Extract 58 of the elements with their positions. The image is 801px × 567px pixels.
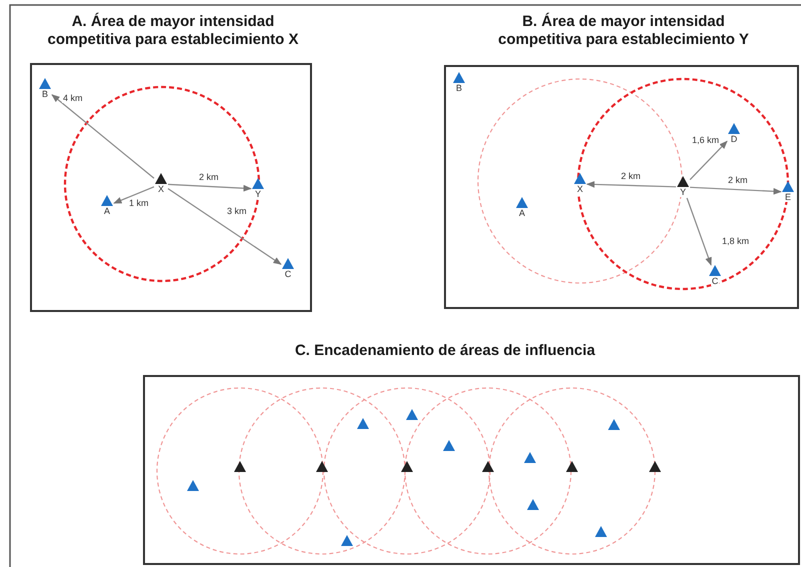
- location-marker: [727, 123, 741, 145]
- triangle-marker: [442, 440, 456, 451]
- distance-arrow: [51, 94, 154, 179]
- triangle-marker: [315, 461, 329, 472]
- location-marker: [154, 173, 168, 195]
- point-label: C: [711, 276, 719, 286]
- triangle-marker: [481, 461, 495, 472]
- distance-arrow: [690, 140, 728, 180]
- edge-label: 2 km: [727, 175, 749, 185]
- point-label: C: [284, 269, 292, 279]
- panel-title: C. Encadenamiento de áreas de influencia: [294, 342, 596, 361]
- edge-label: 1 km: [128, 198, 150, 208]
- distance-arrow: [168, 188, 282, 265]
- edge-label: 3 km: [226, 206, 248, 216]
- panel-title: A. Área de mayor intensidad competitiva para establecimiento X: [46, 13, 300, 50]
- panel-title: B. Área de mayor intensidad competitiva para establecimiento Y: [497, 13, 750, 50]
- location-marker: [573, 173, 587, 195]
- point-label: A: [103, 206, 111, 216]
- triangle-marker: [356, 418, 370, 429]
- point-label: Y: [254, 189, 262, 199]
- location-marker: [452, 72, 466, 94]
- triangle-marker: [648, 461, 662, 472]
- edge-label: 4 km: [62, 93, 84, 103]
- location-marker: [281, 258, 295, 280]
- edge-label: 2 km: [620, 171, 642, 181]
- point-label: X: [576, 184, 584, 194]
- triangle-marker: [400, 461, 414, 472]
- point-label: X: [157, 184, 165, 194]
- point-label: Y: [679, 187, 687, 197]
- triangle-marker: [523, 452, 537, 463]
- point-label: D: [730, 134, 738, 144]
- location-marker: [708, 265, 722, 287]
- triangle-marker: [594, 526, 608, 537]
- triangle-marker: [607, 419, 621, 430]
- distance-arrow: [168, 184, 252, 192]
- location-marker: [515, 197, 529, 219]
- location-marker: [676, 176, 690, 198]
- location-marker: [251, 178, 265, 200]
- triangle-marker: [186, 480, 200, 491]
- distance-arrow: [113, 186, 154, 204]
- location-marker: [38, 78, 52, 100]
- location-marker: [781, 181, 795, 203]
- triangle-marker: [405, 409, 419, 420]
- triangle-marker: [233, 461, 247, 472]
- edge-label: 2 km: [198, 172, 220, 182]
- edge-label: 1,6 km: [691, 135, 720, 145]
- point-label: A: [518, 208, 526, 218]
- distance-arrow: [686, 198, 712, 266]
- triangle-marker: [526, 499, 540, 510]
- triangle-marker: [565, 461, 579, 472]
- point-label: B: [455, 83, 463, 93]
- distance-arrow: [586, 181, 676, 188]
- point-label: B: [41, 89, 49, 99]
- location-marker: [100, 195, 114, 217]
- edge-label: 1,8 km: [721, 236, 750, 246]
- triangle-marker: [340, 535, 354, 546]
- point-label: E: [784, 192, 792, 202]
- distance-arrow: [690, 186, 782, 195]
